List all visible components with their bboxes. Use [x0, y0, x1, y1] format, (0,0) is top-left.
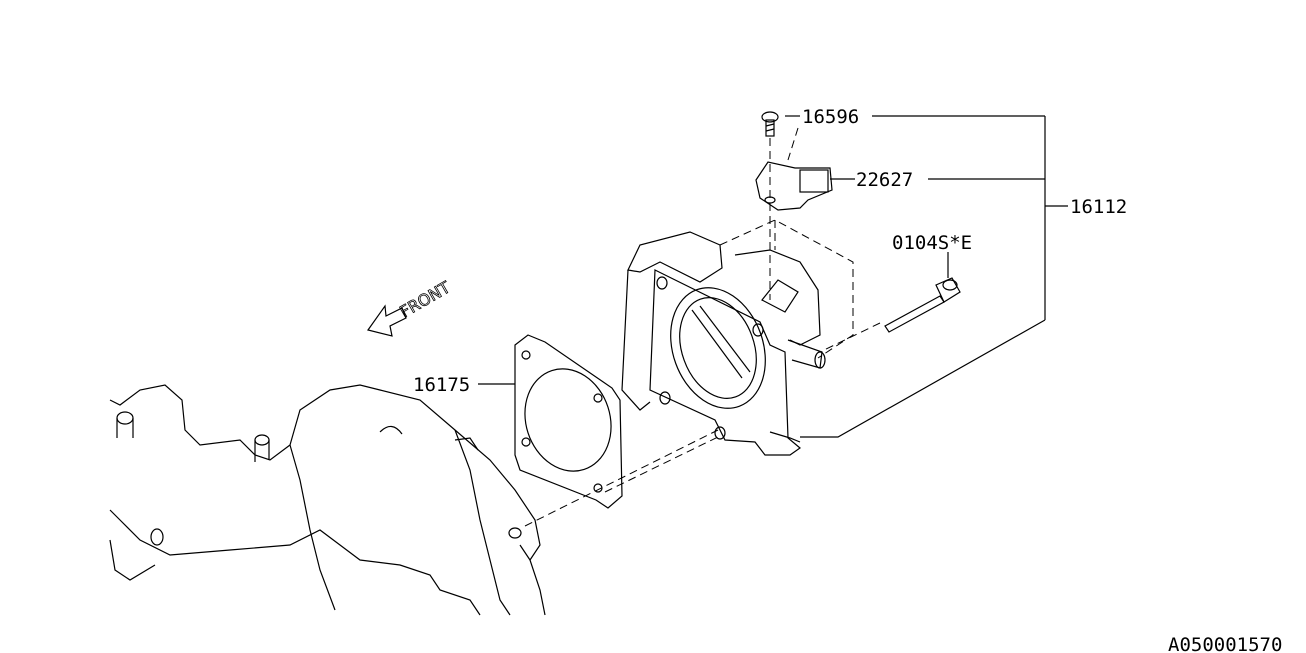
part-label-16112: 16112 — [1070, 196, 1127, 218]
part-label-22627: 22627 — [856, 169, 913, 191]
part-label-0104SE: 0104S*E — [892, 232, 972, 254]
leader-lines — [478, 115, 1068, 438]
gasket-16175 — [514, 334, 623, 509]
throttle-body-16112 — [621, 231, 826, 456]
drawing-id: A050001570 — [1168, 634, 1282, 653]
bolt-0104SE — [884, 277, 961, 333]
part-label-16596: 16596 — [802, 106, 859, 128]
part-label-16175: 16175 — [413, 374, 470, 396]
throttle-position-sensor-22627 — [755, 161, 833, 211]
front-direction-arrow: FRONT — [367, 277, 454, 337]
front-label: FRONT — [397, 278, 454, 322]
intake-manifold — [109, 384, 546, 616]
screw-16596 — [761, 111, 799, 300]
projection-lines — [524, 219, 881, 527]
